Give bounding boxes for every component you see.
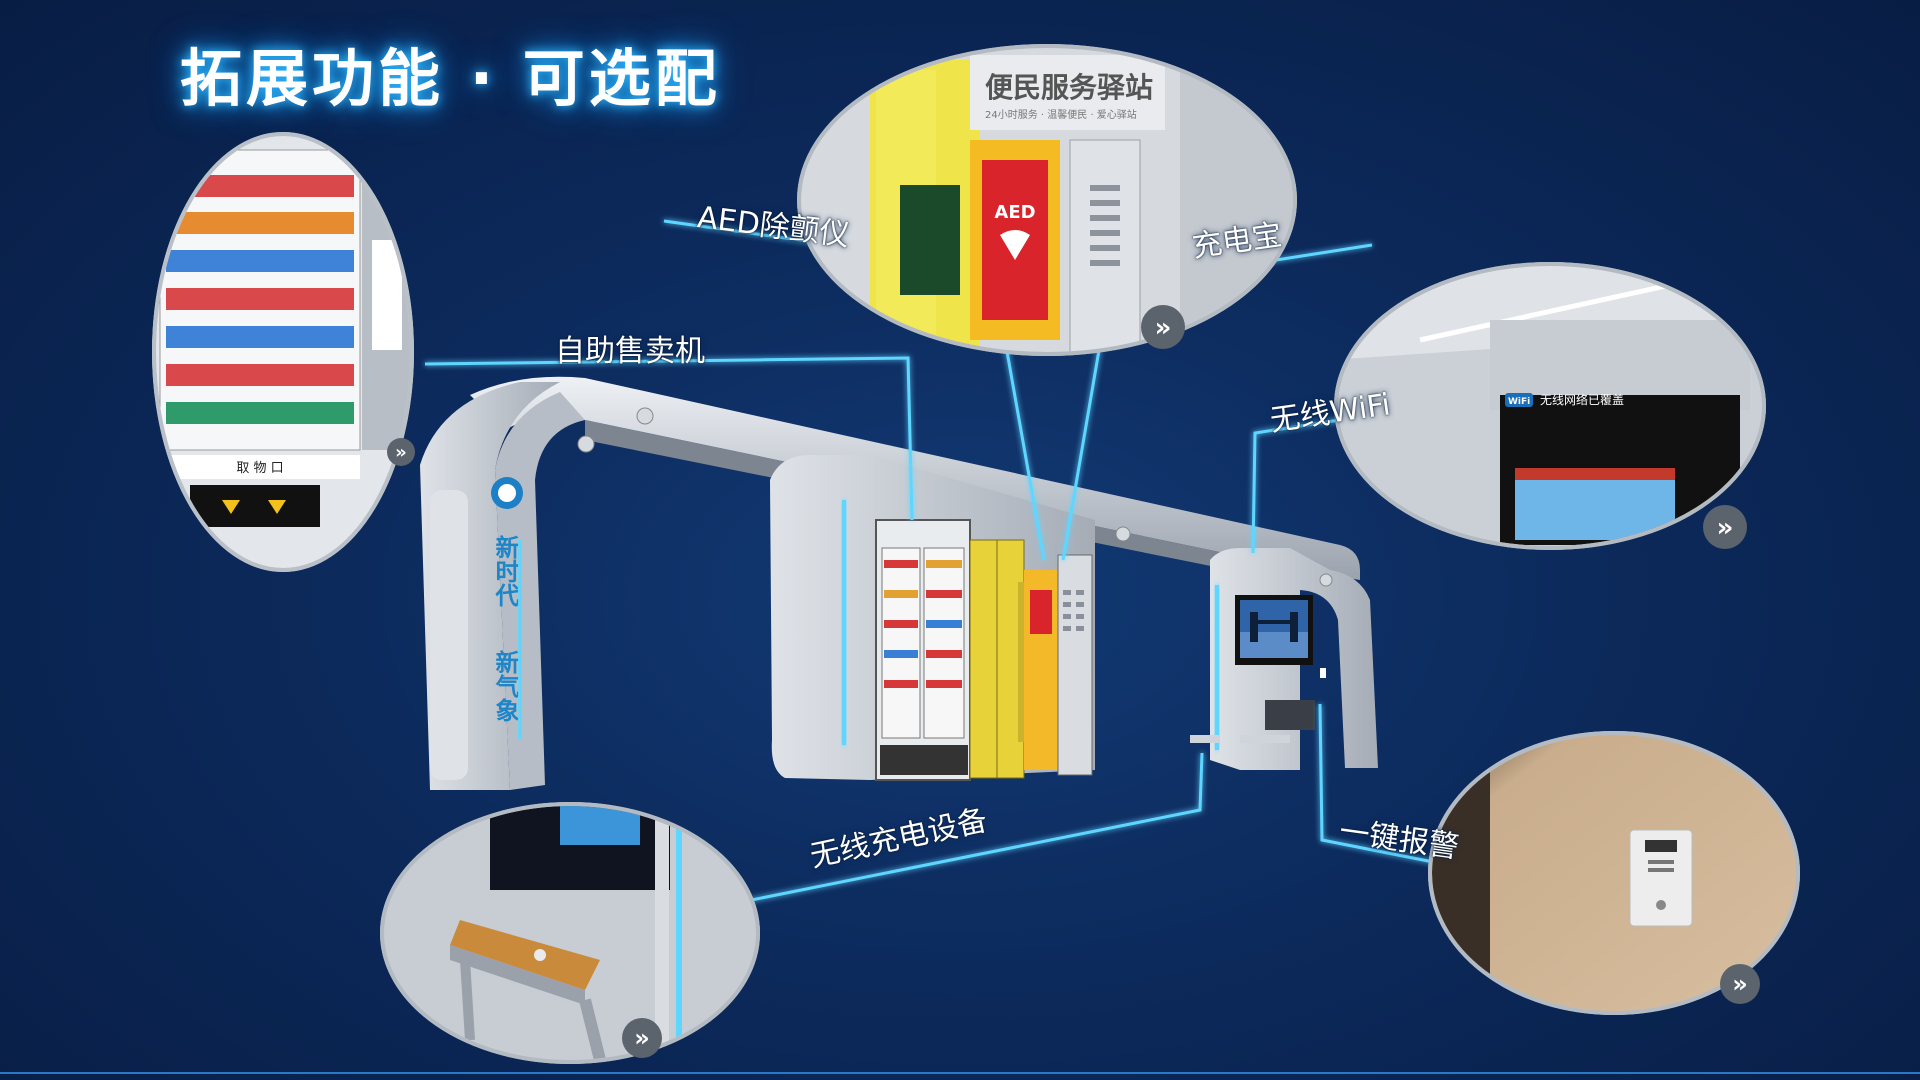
bus-shelter: 新时代 新气象 <box>420 376 1378 790</box>
vending-feature-label: 自助售卖机 <box>555 334 705 369</box>
vending-bottle-rows <box>166 175 354 424</box>
alarm-more-button[interactable]: » <box>1720 964 1760 1004</box>
wireless-charging-more-button[interactable]: » <box>622 1018 662 1058</box>
chevron-double-right-icon: » <box>1717 513 1734 543</box>
bottom-divider <box>0 1072 1920 1074</box>
wireless-charging-callout-line <box>561 752 1204 940</box>
wifi-more-button[interactable]: » <box>1703 505 1747 549</box>
aed-more-button[interactable]: » <box>1141 305 1185 349</box>
pillar-text-1: 新时代 <box>491 534 520 607</box>
wifi-badge: WiFi <box>1508 397 1530 407</box>
vending-detail-bubble: 取 物 口 <box>152 132 414 572</box>
aed-box-text: AED <box>994 202 1035 223</box>
vending-shelves <box>880 547 968 775</box>
wifi-detail-bubble: WiFi 无线网络已覆盖 <box>1334 262 1766 550</box>
vending-more-button[interactable]: » <box>387 438 415 466</box>
station-sign-subtitle: 24小时服务 · 温馨便民 · 爱心驿站 <box>985 108 1137 121</box>
chevron-double-right-icon: » <box>634 1024 650 1052</box>
more-badges[interactable]: » » » » » <box>387 305 1760 1058</box>
wifi-sign: 无线网络已覆盖 <box>1540 392 1624 407</box>
pillar-text-2: 新气象 <box>491 649 520 722</box>
aed-detail-bubble: 便民服务驿站 24小时服务 · 温馨便民 · 爱心驿站 AED <box>797 44 1297 356</box>
pickup-label: 取 物 口 <box>236 461 283 476</box>
chevron-double-right-icon: » <box>1732 970 1748 998</box>
vending-callout-line <box>424 356 914 521</box>
chevron-double-right-icon: » <box>1155 313 1172 343</box>
station-sign: 便民服务驿站 <box>985 71 1153 104</box>
chevron-double-right-icon: » <box>395 442 407 463</box>
wireless-charging-detail-bubble <box>380 802 760 1064</box>
page-title: 拓展功能 · 可选配 <box>180 42 721 115</box>
